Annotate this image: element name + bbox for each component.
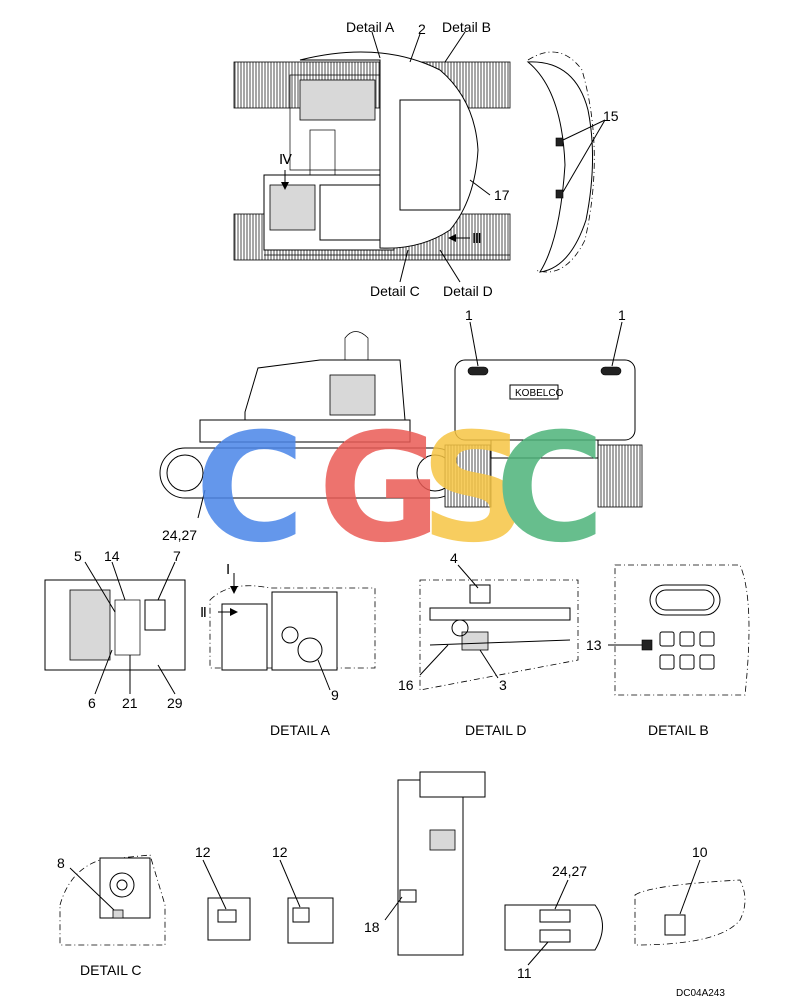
watermark: C G S C: [195, 402, 605, 576]
label-18: 18: [364, 919, 380, 935]
label-6: 6: [88, 695, 96, 711]
watermark-letter-c1: C: [195, 402, 305, 576]
label-17: 17: [494, 187, 510, 203]
label-1-right: 1: [618, 307, 626, 323]
label-3: 3: [499, 677, 507, 693]
kobelco-nameplate-text: KOBELCO: [515, 388, 564, 399]
detail-24-27-11-view: 24,27 11: [504, 863, 603, 981]
rear-view: KOBELCO 1 1: [444, 307, 643, 508]
top-view: Detail A 2 Detail B 17 Ⅳ Ⅲ Detail C Deta…: [233, 19, 511, 299]
label-15: 15: [603, 108, 619, 124]
detail-c: 8 DETAIL C: [57, 854, 166, 978]
label-9: 9: [331, 687, 339, 703]
title-detail-a: DETAIL A: [270, 722, 331, 738]
label-29: 29: [167, 695, 183, 711]
label-10: 10: [692, 844, 708, 860]
label-5: 5: [74, 548, 82, 564]
detail-b: 13 DETAIL B: [586, 564, 750, 738]
label-2: 2: [418, 21, 426, 37]
watermark-letter-s: S: [420, 402, 528, 576]
watermark-letter-g: G: [318, 402, 441, 576]
label-roman-i: Ⅰ: [226, 561, 230, 577]
label-12-left: 12: [195, 844, 211, 860]
label-16: 16: [398, 677, 414, 693]
drawing-code: DC04A243: [676, 988, 725, 999]
label-11: 11: [517, 965, 532, 981]
label-14: 14: [104, 548, 120, 564]
title-detail-c: DETAIL C: [80, 962, 141, 978]
detail-18-view: 18: [364, 771, 486, 956]
label-detail-c-top: Detail C: [370, 283, 420, 299]
label-roman-ii: Ⅱ: [200, 604, 207, 620]
label-1-left: 1: [465, 307, 473, 323]
title-detail-d: DETAIL D: [465, 722, 526, 738]
label-detail-a-top: Detail A: [346, 19, 395, 35]
side-view: 24,27: [159, 331, 461, 543]
title-detail-b: DETAIL B: [648, 722, 709, 738]
watermark-letter-c2: C: [495, 402, 605, 576]
detail-left-assembly: 5 14 7 6 21 29: [44, 548, 186, 711]
label-roman-iii: Ⅲ: [472, 230, 482, 246]
label-24-27-bottom: 24,27: [552, 863, 587, 879]
label-detail-b-top: Detail B: [442, 19, 491, 35]
detail-a: Ⅰ Ⅱ 9 DETAIL A: [200, 561, 376, 738]
label-7: 7: [173, 548, 181, 564]
detail-12-views: 12 12: [195, 844, 334, 944]
detail-10-view: 10: [634, 844, 746, 946]
counterweight-view: 15: [526, 51, 619, 273]
detail-d: 4 16 3 DETAIL D: [398, 550, 579, 738]
label-24-27-side: 24,27: [162, 527, 197, 543]
kobelco-nameplate: [509, 384, 559, 400]
label-detail-d-top: Detail D: [443, 283, 493, 299]
label-8: 8: [57, 855, 65, 871]
label-4: 4: [450, 550, 458, 566]
label-roman-iv: Ⅳ: [279, 151, 292, 167]
label-13: 13: [586, 637, 602, 653]
label-12-right: 12: [272, 844, 288, 860]
label-21: 21: [122, 695, 138, 711]
